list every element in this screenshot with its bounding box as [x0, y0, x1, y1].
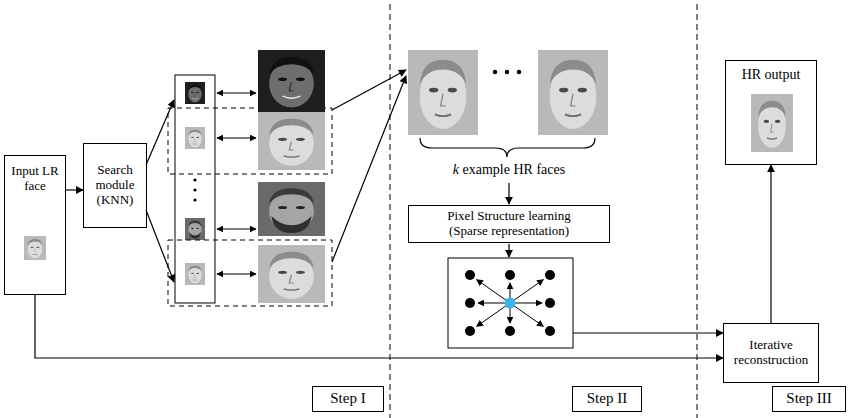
- node-text: Step III: [786, 390, 831, 407]
- step-divider-part: [697, 4, 698, 418]
- selected-match-frame: [168, 108, 332, 306]
- lr-face-column-part: [175, 75, 215, 303]
- step-box: Step I: [312, 386, 384, 412]
- curly-brace: [420, 138, 595, 157]
- ellipsis-dots: [193, 178, 196, 201]
- hr-face-gallery-part: [258, 182, 325, 236]
- example-hr-faces-part: [538, 50, 608, 135]
- curly-brace-part: [420, 138, 595, 157]
- example-hr-faces-part: [408, 50, 478, 135]
- node-text: HR output: [742, 67, 801, 83]
- lr-face-column-part: [185, 82, 205, 104]
- pixel-structure-graph-part: [448, 258, 573, 348]
- node-text: Iterative reconstruction: [728, 338, 814, 368]
- step-box: Step III: [772, 386, 846, 412]
- pixel-structure-graph-part: [545, 270, 555, 280]
- flow-arrow-part: [508, 183, 509, 204]
- pixel-structure-graph-part: [505, 326, 515, 336]
- ellipsis-dots: [493, 70, 521, 74]
- pixel-structure-graph-part: [545, 326, 555, 336]
- flow-connector: [66, 189, 83, 190]
- hr-face-gallery-part: [258, 245, 325, 303]
- input-face-image-part: [24, 236, 46, 260]
- match-arrow-part: [217, 92, 256, 93]
- lr-face-column: [175, 75, 215, 303]
- ellipsis-dots-part: [517, 70, 521, 74]
- node-text: Pixel Structure learning (Sparse represe…: [427, 209, 592, 239]
- annotation-label: k example HR faces: [451, 162, 567, 178]
- search-arrow-part: [146, 210, 174, 282]
- flow-arrow-part: [573, 332, 723, 333]
- search-arrow: [146, 100, 174, 282]
- step-divider-part: [390, 4, 391, 418]
- match-arrow-part: [217, 273, 256, 274]
- pixel-structure-graph-part: [465, 298, 475, 308]
- pixel-structure-graph: [448, 258, 573, 348]
- flow-connector: [770, 165, 771, 323]
- module-box: Search module (KNN): [83, 143, 147, 228]
- output-face-image: [751, 94, 793, 152]
- example-hr-faces: [408, 50, 608, 135]
- pixel-structure-graph-part: [465, 326, 475, 336]
- pixel-structure-graph-part: [465, 270, 555, 336]
- pixel-structure-graph-part: [477, 303, 510, 326]
- pixel-structure-graph-part: [477, 280, 510, 303]
- pixel-structure-graph-part: [510, 280, 543, 303]
- pixel-structure-graph-part: [477, 280, 544, 327]
- ellipsis-dots-part: [193, 198, 196, 201]
- match-arrow-part: [217, 228, 256, 229]
- hr-face-gallery: [258, 50, 325, 303]
- selected-match-frame-part: [168, 240, 332, 306]
- node-text: Step II: [587, 390, 627, 407]
- input-box: Input LR face: [4, 155, 66, 295]
- flow-arrow-part: [508, 244, 509, 257]
- flow-connector: [35, 295, 723, 358]
- match-arrow: [217, 93, 256, 274]
- lr-face-column-part: [185, 263, 205, 285]
- input-face-image: [24, 236, 46, 260]
- ellipsis-dots-part: [505, 70, 509, 74]
- match-arrow-part: [217, 137, 256, 138]
- process-box: Pixel Structure learning (Sparse represe…: [408, 205, 610, 243]
- node-text: Input LR face: [9, 164, 61, 194]
- pixel-structure-graph-part: [545, 298, 555, 308]
- output-box: HR output: [725, 60, 817, 165]
- hr-face-gallery-part: [258, 50, 325, 112]
- ellipsis-dots-part: [193, 178, 196, 181]
- hr-face-gallery-part: [258, 112, 325, 170]
- step-divider: [390, 4, 697, 418]
- output-face-image-part: [751, 94, 793, 152]
- lr-face-column-part: [185, 127, 205, 149]
- step-box: Step II: [572, 386, 642, 412]
- node-text: Step I: [330, 390, 365, 407]
- selection-arrow: [332, 70, 406, 262]
- pixel-structure-graph-part: [505, 270, 515, 280]
- node-text: Search module (KNN): [88, 163, 142, 208]
- selected-match-frame-part: [168, 108, 332, 174]
- pixel-structure-graph-part: [510, 303, 543, 326]
- pixel-structure-graph-part: [465, 270, 475, 280]
- process-box: Iterative reconstruction: [723, 323, 819, 383]
- lr-face-column-part: [185, 218, 205, 240]
- ellipsis-dots-part: [193, 188, 196, 191]
- search-arrow-part: [146, 100, 174, 165]
- ellipsis-dots-part: [493, 70, 497, 74]
- pixel-structure-graph-part: [505, 298, 516, 309]
- selection-arrow-part: [332, 76, 406, 262]
